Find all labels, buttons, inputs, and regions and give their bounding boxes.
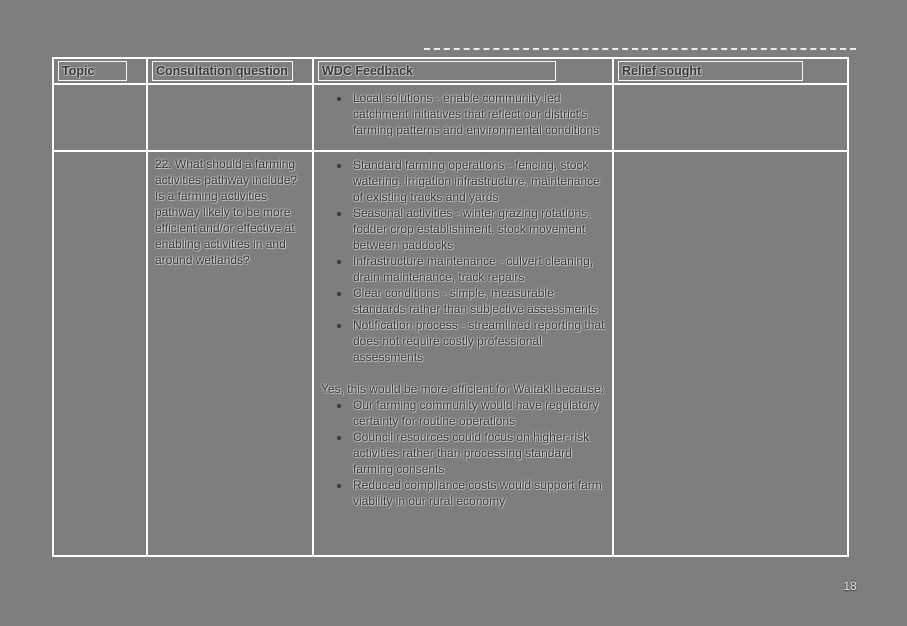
column-header-wdc-feedback-label: WDC Feedback [318, 61, 556, 81]
column-header-wdc-feedback: WDC Feedback [312, 57, 614, 85]
topic-cell-row2 [52, 150, 148, 557]
consultation-question-cell-row2: 22. What should a farming activities pat… [146, 150, 314, 557]
feedback-bullet: Notification process - streamlined repor… [351, 317, 605, 365]
wdc-feedback-cell-row2: Standard farming operations - fencing, s… [312, 150, 614, 557]
relief-sought-cell-row1 [612, 83, 849, 152]
table-header-row: Topic Consultation question WDC Feedback… [52, 57, 849, 85]
column-header-topic: Topic [52, 57, 148, 85]
highlight-artifact-line [424, 48, 856, 50]
consultation-question-text: 22. What should a farming activities pat… [155, 157, 298, 267]
wdc-feedback-cell-row1: Local solutions - enable community-led c… [312, 83, 614, 152]
feedback-bullet: Local solutions - enable community-led c… [351, 90, 605, 138]
feedback-sub-bullet-list: Our farming community would have regulat… [321, 397, 605, 509]
feedback-sub-bullet: Council resources could focus on higher-… [351, 429, 605, 477]
feedback-bullet: Infrastructure maintenance - culvert cle… [351, 253, 605, 285]
feedback-bullet-list: Local solutions - enable community-led c… [321, 90, 605, 138]
consultation-feedback-table: Topic Consultation question WDC Feedback… [52, 57, 849, 557]
feedback-sub-bullet: Reduced compliance costs would support f… [351, 477, 605, 509]
table-row: 22. What should a farming activities pat… [52, 150, 849, 557]
column-header-consultation-question-label: Consultation question [152, 61, 293, 81]
column-header-relief-sought-label: Relief sought [618, 61, 803, 81]
topic-cell-row1 [52, 83, 148, 152]
feedback-sub-bullet: Our farming community would have regulat… [351, 397, 605, 429]
column-header-relief-sought: Relief sought [612, 57, 849, 85]
page-number: 18 [843, 579, 857, 593]
column-header-consultation-question: Consultation question [146, 57, 314, 85]
consultation-question-cell-row1 [146, 83, 314, 152]
feedback-bullet: Standard farming operations - fencing, s… [351, 157, 605, 205]
feedback-bullet-list: Standard farming operations - fencing, s… [321, 157, 605, 365]
feedback-paragraph: Yes, this would be more efficient for Wa… [321, 382, 605, 396]
table-row: Local solutions - enable community-led c… [52, 83, 849, 152]
feedback-bullet: Clear conditions - simple, measurable st… [351, 285, 605, 317]
column-header-topic-label: Topic [58, 61, 127, 81]
relief-sought-cell-row2 [612, 150, 849, 557]
feedback-bullet: Seasonal activities - winter grazing rot… [351, 205, 605, 253]
